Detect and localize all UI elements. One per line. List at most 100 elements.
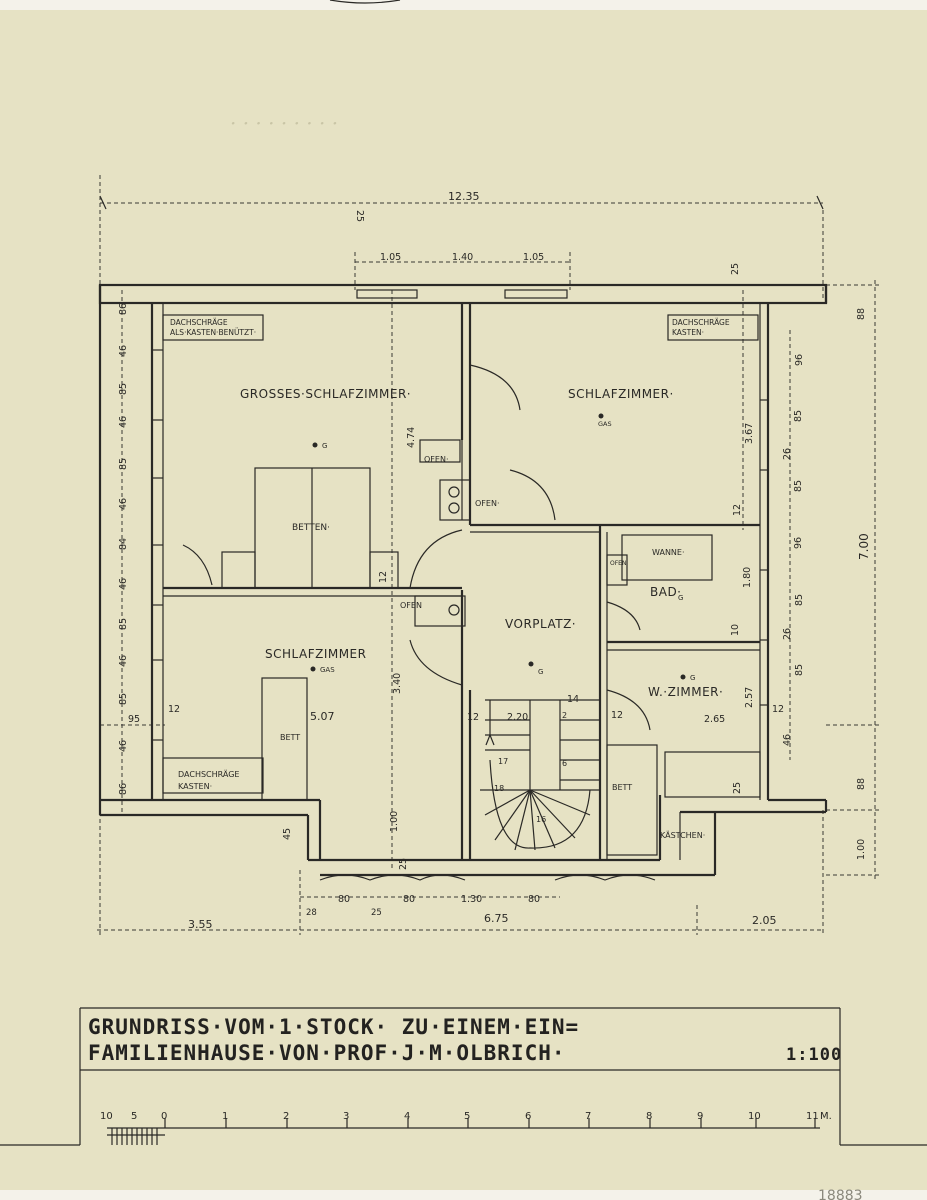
dim-257: 2.57 bbox=[744, 687, 755, 708]
dim-14: 14 bbox=[567, 694, 579, 705]
dim-left-46d: 46 bbox=[118, 578, 129, 590]
bett-box-left bbox=[261, 677, 308, 801]
dim-220: 2.20 bbox=[507, 712, 528, 723]
label-kastchen: KÄSTCHEN· bbox=[660, 830, 705, 840]
dim-25b: 25 bbox=[398, 858, 409, 870]
dim-rs-26: 26 bbox=[782, 448, 793, 460]
dim-left-95: 95 bbox=[128, 714, 140, 725]
dim-45: 45 bbox=[282, 828, 293, 840]
room-vorplatz: VORPLATZ· bbox=[505, 617, 576, 631]
title-line-2: FAMILIENHAUSE·VON·PROF·J·M·OLBRICH· bbox=[88, 1041, 566, 1065]
scale-label-9: 9 bbox=[697, 1111, 703, 1122]
dim-left-46e: 46 bbox=[118, 655, 129, 667]
dim-top-105a: 1.05 bbox=[380, 252, 401, 263]
scale-label-0: 0 bbox=[161, 1111, 167, 1122]
scale-bar: 10 5 0 1 2 3 4 5 6 7 8 9 10 11 M. bbox=[100, 1111, 832, 1145]
dim-10: 10 bbox=[730, 624, 741, 636]
annotations: DACHSCHRÄGE ALS·KASTEN·BENÜTZT· DACHSCHR… bbox=[170, 318, 730, 840]
stair-16: 16 bbox=[536, 815, 546, 824]
room-grosses-schlafzimmer: GROSSES·SCHLAFZIMMER· bbox=[240, 387, 411, 401]
stair-6: 6 bbox=[562, 759, 567, 768]
dim-rs-85a: 85 bbox=[793, 410, 804, 422]
dim-12f: 12 bbox=[772, 704, 784, 715]
scale-label-1: 1 bbox=[222, 1111, 228, 1122]
bett-box-right bbox=[606, 744, 658, 856]
sheet-bottom-edge bbox=[0, 1190, 927, 1200]
label-dachschraege-left-2: ALS·KASTEN·BENÜTZT· bbox=[170, 328, 256, 337]
dim-left-85a: 85 bbox=[118, 383, 129, 395]
dim-bot-28: 28 bbox=[306, 908, 317, 918]
dim-left-85b: 85 bbox=[118, 458, 129, 470]
scale-label-7: 7 bbox=[585, 1111, 591, 1122]
scale-label-10a: 10 bbox=[100, 1111, 113, 1122]
scale-label-11: 11 bbox=[806, 1111, 819, 1122]
stair-18: 18 bbox=[494, 784, 504, 793]
dim-rs-46: 46 bbox=[782, 734, 793, 746]
scale-label-4: 4 bbox=[404, 1111, 410, 1122]
stair-17: 17 bbox=[498, 757, 508, 766]
label-ofen-1: OFEN· bbox=[424, 455, 448, 464]
dim-top-105b: 1.05 bbox=[523, 252, 544, 263]
dim-left-46a: 46 bbox=[118, 345, 129, 357]
dim-right-88b: 88 bbox=[856, 778, 867, 790]
doors bbox=[182, 364, 651, 731]
dim-340: 3.40 bbox=[392, 673, 403, 694]
dimension-labels: 12.35 1.05 1.40 1.05 25 88 7.00 88 1.00 … bbox=[118, 190, 871, 931]
label-ofen-2: OFEN· bbox=[475, 499, 499, 508]
label-ofen-4: OFEN bbox=[610, 560, 626, 567]
dim-bot-25: 25 bbox=[371, 908, 382, 918]
dim-left-85d: 85 bbox=[118, 693, 129, 705]
dim-left-46b: 46 bbox=[118, 416, 129, 428]
label-dachschraege-left: DACHSCHRÄGE bbox=[170, 318, 228, 327]
title-block: GRUNDRISS·VOM·1·STOCK· ZU·EINEM·EIN= FAM… bbox=[0, 1007, 927, 1146]
dachschraege-box-right bbox=[667, 314, 759, 341]
dim-265: 2.65 bbox=[704, 714, 725, 725]
sheet-top-edge bbox=[0, 0, 927, 10]
label-dachschraege-right-2: KASTEN· bbox=[672, 328, 704, 337]
label-bett-left: BETT bbox=[280, 733, 300, 742]
label-wanne: WANNE· bbox=[652, 548, 685, 557]
dim-left-84: 84 bbox=[118, 538, 129, 550]
scale-label-2: 2 bbox=[283, 1111, 289, 1122]
dim-180: 1.80 bbox=[742, 567, 753, 588]
scale-unit: M. bbox=[820, 1111, 832, 1122]
dim-left-86b: 86 bbox=[118, 783, 129, 795]
dim-rs-85c: 85 bbox=[794, 594, 805, 606]
dim-rs-26b: 26 bbox=[782, 628, 793, 640]
overall-dimensions bbox=[97, 175, 880, 935]
label-bett-right: BETT bbox=[612, 783, 632, 792]
dim-367: 3.67 bbox=[744, 423, 755, 444]
dachschraege-box-bottom bbox=[162, 757, 264, 794]
dim-bot-355: 3.55 bbox=[188, 918, 213, 931]
dim-top-140: 1.40 bbox=[452, 252, 473, 263]
dim-25a: 25 bbox=[354, 210, 365, 222]
label-dachschraege-bottom: DACHSCHRÄGE bbox=[178, 769, 239, 779]
room-schlafzimmer-right: SCHLAFZIMMER· bbox=[568, 387, 674, 401]
room-labels: GROSSES·SCHLAFZIMMER· SCHLAFZIMMER· SCHL… bbox=[240, 387, 723, 699]
dim-bot-130: 1.30 bbox=[461, 894, 482, 905]
scale-label-5b: 5 bbox=[464, 1111, 470, 1122]
label-dachschraege-right: DACHSCHRÄGE bbox=[672, 318, 730, 327]
dim-rs-96a: 96 bbox=[794, 354, 805, 366]
dim-right-100: 1.00 bbox=[856, 839, 867, 860]
dim-overall-width: 12.35 bbox=[448, 190, 480, 203]
corner-number: 18883 bbox=[818, 1188, 863, 1200]
room-schlafzimmer-left: SCHLAFZIMMER bbox=[265, 647, 366, 661]
dim-bot-205: 2.05 bbox=[752, 914, 777, 927]
dim-top-25: 25 bbox=[730, 263, 741, 275]
dim-12c: 12 bbox=[467, 712, 479, 723]
dim-rs-85b: 85 bbox=[793, 480, 804, 492]
label-gas-3: GAS bbox=[320, 666, 335, 674]
label-gas-5: G bbox=[678, 594, 683, 602]
title-scale: 1:100 bbox=[786, 1045, 842, 1065]
room-wc-zimmer: W.·ZIMMER· bbox=[648, 685, 723, 699]
scale-label-8: 8 bbox=[646, 1111, 652, 1122]
dim-100: 1.00 bbox=[389, 811, 400, 832]
label-gas-4: G bbox=[538, 668, 543, 676]
dim-12b: 12 bbox=[168, 704, 180, 715]
label-betten: BETTEN· bbox=[292, 523, 330, 533]
dim-bot-80a: 80 bbox=[338, 894, 350, 905]
label-gas-2: GAS bbox=[598, 420, 612, 428]
dim-left-46c: 46 bbox=[118, 498, 129, 510]
